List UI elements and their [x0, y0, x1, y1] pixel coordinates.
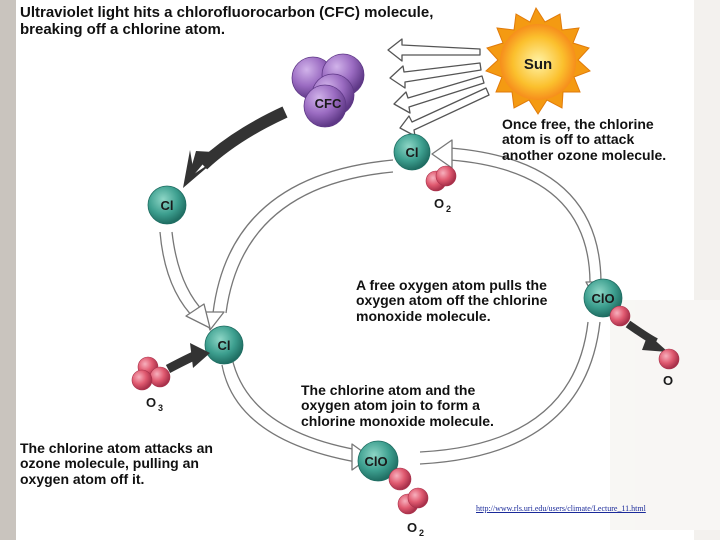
o2-label-top: O	[434, 196, 444, 211]
cl-atom-middle	[204, 325, 244, 365]
cfc-label: CFC	[315, 96, 342, 111]
caption-join: The chlorine atom and the oxygen atom jo…	[301, 382, 494, 429]
caption-uv-hit: Ultraviolet light hits a chlorofluorocar…	[20, 4, 434, 38]
o2-subscript-bottom: 2	[419, 528, 424, 538]
o3-subscript: 3	[158, 403, 163, 413]
clo-to-o-arrow	[625, 320, 668, 352]
cl-label-middle: Cl	[218, 338, 231, 353]
free-o-atom	[658, 348, 680, 370]
caption-once-free: Once free, the chlorine atom is off to a…	[502, 116, 667, 163]
cl-label-left: Cl	[161, 198, 174, 213]
background-page-texture	[610, 0, 720, 540]
sun-label: Sun	[524, 56, 552, 73]
cfc-molecule	[291, 53, 365, 128]
o3-label: O	[146, 395, 156, 410]
caption-attack: The chlorine atom attacks an ozone molec…	[20, 440, 213, 487]
cycle-arrows	[159, 147, 602, 465]
clo-molecule-bottom	[357, 440, 412, 491]
o3-molecule	[131, 356, 171, 391]
clo-label-right: ClO	[591, 291, 614, 306]
o3-to-cl-arrow	[165, 343, 210, 373]
sun	[485, 6, 591, 115]
uv-arrows	[387, 38, 490, 137]
cfc-to-cl-arrow	[183, 106, 288, 188]
clo-label-bottom: ClO	[364, 454, 387, 469]
cl-atom-top	[393, 133, 431, 171]
o2-subscript-top: 2	[446, 204, 451, 214]
cl-label-top: Cl	[406, 145, 419, 160]
page-edge-left	[0, 0, 16, 540]
o2-label-bottom: O	[407, 520, 417, 535]
caption-free-oxygen: A free oxygen atom pulls the oxygen atom…	[356, 277, 548, 324]
o2-molecule-top	[425, 165, 457, 192]
free-o-label: O	[663, 373, 673, 388]
o2-molecule-bottom	[397, 487, 429, 515]
source-url-link[interactable]: http://www.rls.uri.edu/users/climate/Lec…	[476, 504, 646, 513]
cl-atom-left	[147, 185, 187, 225]
clo-molecule-right	[583, 278, 631, 327]
